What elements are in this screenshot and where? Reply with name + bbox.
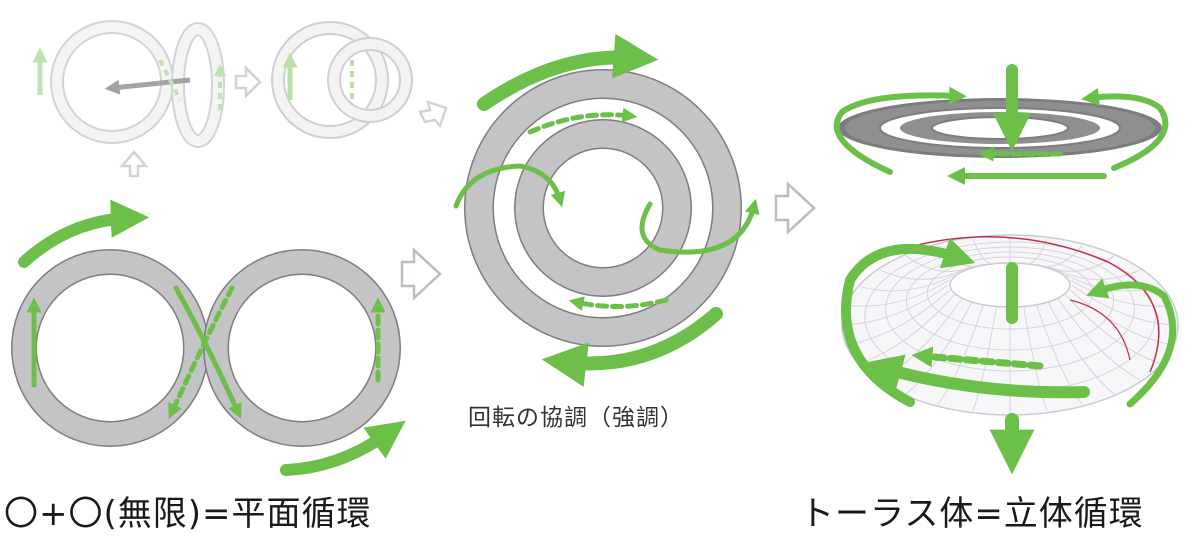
arrow-bottom-right <box>280 420 406 476</box>
arrow-outer-bottom <box>541 307 723 387</box>
ghost-rings-overlap <box>271 21 413 139</box>
ghost-arrow-inward <box>104 77 191 95</box>
torus-mesh-line <box>1070 279 1172 307</box>
outline-right-arrow-icon <box>234 64 262 100</box>
arrow-outer-top <box>477 33 659 111</box>
flat-disc-arrows <box>833 64 1169 185</box>
figure-eight-rings <box>11 249 401 447</box>
flat-ring-disc <box>838 98 1162 158</box>
torus-mesh-line <box>906 255 972 272</box>
arrow-loop-right <box>639 198 760 255</box>
torus-mesh-line <box>880 269 962 280</box>
torus-mesh-line <box>937 305 984 405</box>
torus-mesh-line <box>860 274 955 292</box>
arrow-cross-dashed <box>168 285 235 419</box>
torus-mesh-line <box>848 289 950 346</box>
torus-mesh-line <box>1048 255 1114 272</box>
torus-arrows <box>841 237 1177 475</box>
torus-mesh-line <box>848 279 950 307</box>
arrow-inner-top <box>527 107 638 135</box>
torus-mesh-line <box>1065 294 1160 364</box>
figure-eight-arrows <box>18 199 406 476</box>
arrow-top-left <box>18 199 150 268</box>
torus-mesh-ring <box>905 251 1115 351</box>
caption-rotation-coordination: 回転の協調（強調） <box>468 405 684 431</box>
torus-mesh-line <box>972 307 997 411</box>
arrow-disc-right <box>1081 87 1169 171</box>
arrow-loop-left <box>453 163 566 209</box>
arrow-inner-bottom <box>568 296 669 311</box>
outline-down-right-arrow-icon <box>418 100 448 129</box>
caption-plane-circulation: 〇+〇(無限)=平面循環 <box>4 494 372 534</box>
concentric-rings <box>464 69 742 347</box>
torus-mesh-line <box>843 284 949 326</box>
arrow-torus-front <box>863 354 1090 399</box>
torus-mesh-line <box>1048 302 1114 395</box>
arrow-torus-inner <box>911 346 1044 370</box>
concentric-arrows <box>453 33 760 387</box>
arrow-torus-right <box>1086 278 1177 408</box>
torus-mesh-line <box>1058 299 1141 381</box>
outline-right-arrow-icon <box>774 181 816 235</box>
outline-up-arrow-icon <box>119 150 149 178</box>
ghost-figure-eight-twist <box>32 20 226 148</box>
torus-mesh-line <box>1070 289 1172 346</box>
caption-torus-circulation: トーラス体=立体循環 <box>800 494 1144 534</box>
arrow-disc-left <box>833 86 967 175</box>
torus-mesh-line <box>1071 284 1177 326</box>
torus-mesh-ring <box>885 246 1135 372</box>
outline-right-arrow-icon <box>400 247 442 301</box>
